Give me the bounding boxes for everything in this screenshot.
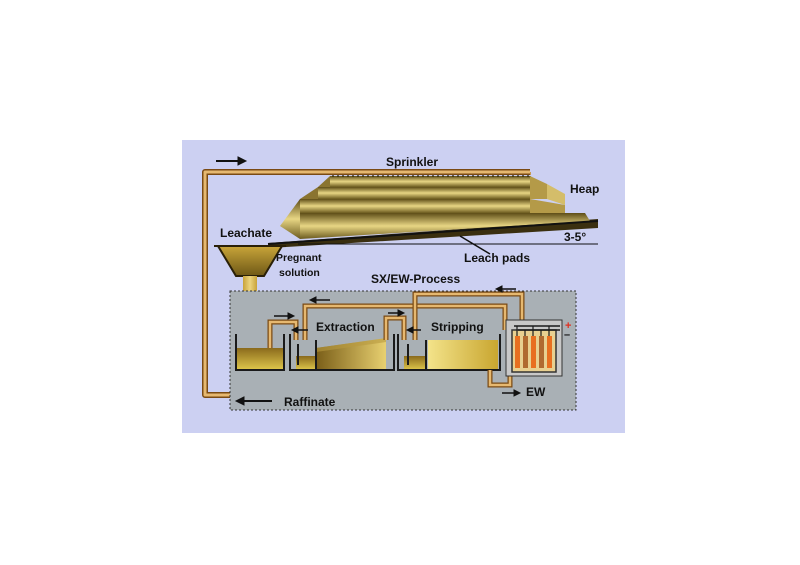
raffinate-label: Raffinate bbox=[284, 395, 336, 409]
heap-label: Heap bbox=[570, 182, 599, 196]
plus-sign: + bbox=[565, 320, 571, 332]
arrow-left-icon bbox=[405, 326, 421, 334]
sprinkler-label: Sprinkler bbox=[386, 155, 438, 169]
sxew-process-label: SX/EW-Process bbox=[371, 272, 460, 286]
leachate-funnel bbox=[214, 245, 286, 277]
leachate-label: Leachate bbox=[220, 226, 272, 240]
arrow-right-icon bbox=[502, 389, 522, 397]
process-pipes bbox=[267, 291, 525, 388]
slope-label: 3-5° bbox=[564, 230, 586, 244]
leach-pad-pointer bbox=[459, 235, 491, 255]
arrow-right-icon bbox=[388, 309, 406, 317]
arrow-right-icon bbox=[274, 312, 296, 320]
minus-sign: – bbox=[564, 329, 570, 341]
pregnant-solution-label-line2: solution bbox=[279, 267, 320, 279]
collection-tank bbox=[235, 334, 285, 371]
arrow-left-icon bbox=[494, 285, 516, 293]
stripping-label: Stripping bbox=[431, 320, 484, 334]
arrow-left-icon bbox=[308, 296, 330, 304]
leach-pad-base bbox=[267, 220, 599, 245]
arrow-left-icon bbox=[290, 326, 308, 334]
stripping-unit bbox=[397, 334, 501, 371]
leach-pads-label: Leach pads bbox=[464, 251, 530, 265]
arrow-right-icon bbox=[216, 156, 248, 166]
extraction-label: Extraction bbox=[316, 320, 375, 334]
flow-arrows bbox=[216, 156, 522, 406]
extraction-unit bbox=[289, 334, 395, 371]
ew-label: EW bbox=[526, 385, 546, 399]
arrow-left-icon bbox=[234, 396, 272, 406]
pregnant-solution-label-line1: Pregnant bbox=[276, 252, 322, 264]
ew-cell bbox=[505, 319, 563, 377]
